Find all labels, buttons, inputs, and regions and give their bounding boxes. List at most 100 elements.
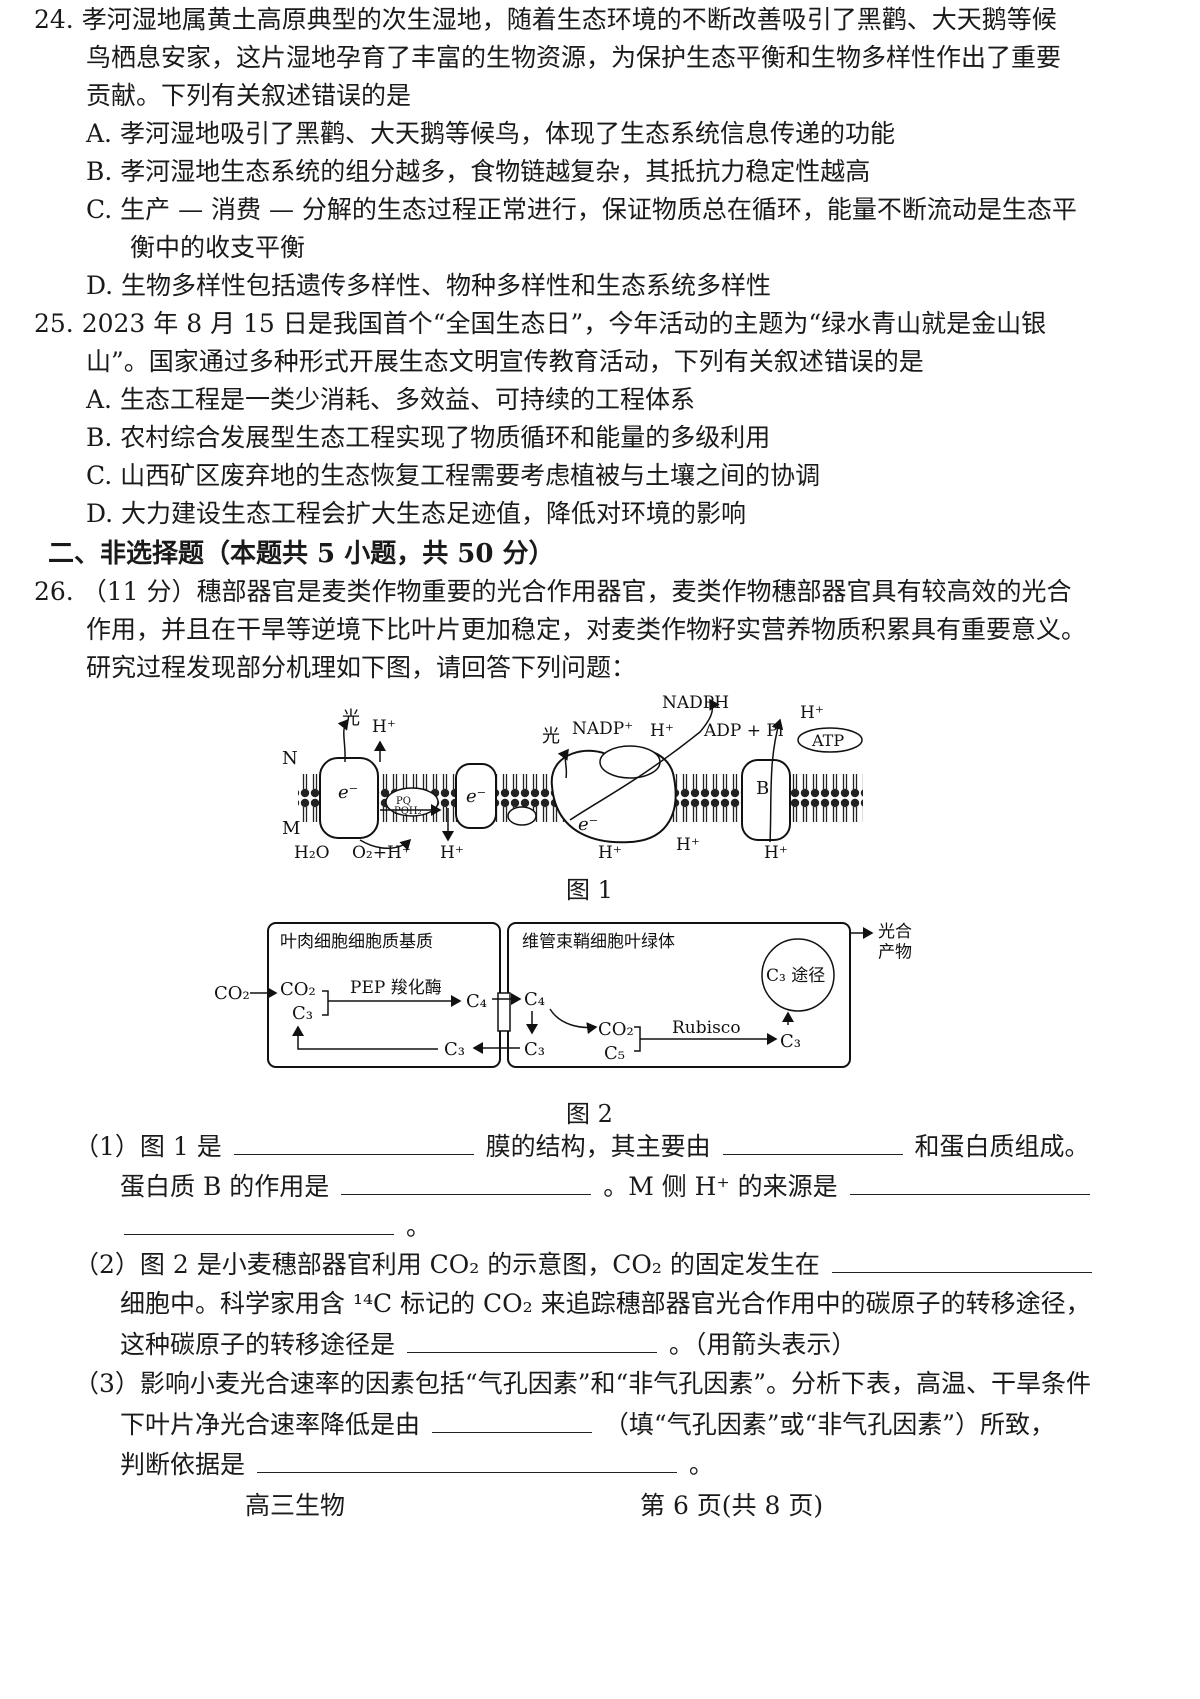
fig1-light-2: 光 [542,726,560,747]
subq-3-line-2: 下叶片净光合速率降低是由 （填“气孔因素”或“非气孔因素”）所致， [120,1406,1055,1443]
fig2-c3-left: C₃ [292,1003,313,1024]
fig1-h-bot3: H⁺ [676,835,700,855]
fig1-atp: ATP [811,731,844,750]
subq-3-line-1: （3）影响小麦光合速率的因素包括“气孔因素”和“非气孔因素”。分析下表，高温、干… [74,1369,1092,1398]
fig2-product: 光合产物 [878,922,912,962]
answer-blank-6[interactable] [831,1246,1092,1273]
protein-b-atp-synthase [741,759,791,841]
fd-carrier [599,745,661,779]
fig1-nadph: NADPH [662,693,729,713]
fig1-h-top1: H⁺ [372,717,396,737]
q25-line-1: 25. 2023 年 8 月 15 日是我国首个“全国生态日”，今年活动的主题为… [34,309,1047,338]
subq-1-line-1: （1）图 1 是 膜的结构，其主要由 和蛋白质组成。 [74,1128,1090,1165]
fig2-c4-right: C₄ [524,989,545,1010]
subq-2-text-d: 。（用箭头表示） [668,1330,857,1359]
fig1-e2: e⁻ [466,786,486,807]
answer-blank-9[interactable] [256,1446,677,1473]
fig2-left-title: 叶肉细胞细胞质基质 [280,932,433,952]
fig2-co2-left: CO₂ [280,979,316,1000]
fig1-label-n: N [282,748,298,769]
fig2-co2-right: CO₂ [598,1019,634,1040]
protein-psii [319,757,379,839]
figure-1-caption: 图 1 [566,876,613,904]
q26-line-2: 作用，并且在干旱等逆境下比叶片更加稳定，对麦类作物籽实营养物质积累具有重要意义。 [86,615,1087,644]
subq-1-text-e: 。M 侧 H⁺ 的来源是 [603,1172,838,1201]
answer-blank-2[interactable] [722,1128,903,1155]
q24-option-b: B. 孝河湿地生态系统的组分越多，食物链越复杂，其抵抗力稳定性越高 [86,157,871,186]
fig2-c3-bottom-right: C₃ [524,1039,545,1060]
subq-3-text-b: 下叶片净光合速率降低是由 [120,1410,421,1439]
fig2-rubisco: Rubisco [672,1018,741,1038]
footer-subject: 高三生物 [245,1491,346,1520]
subq-2-line-2: 细胞中。科学家用含 ¹⁴C 标记的 CO₂ 来追踪穗部器官光合作用中的碳原子的转… [120,1289,1091,1318]
section-heading: 二、非选择题（本题共 5 小题，共 50 分） [48,539,555,569]
atp-ellipse [797,727,863,753]
subq-3-text-d: 判断依据是 [120,1450,246,1479]
fig1-b: B [756,778,769,799]
subq-1-line-2: 蛋白质 B 的作用是 。M 侧 H⁺ 的来源是 [120,1168,1094,1205]
fig1-nadp: NADP⁺ [572,719,633,739]
q25-option-c: C. 山西矿区废弃地的生态恢复工程需要考虑植被与土壤之间的协调 [86,461,821,490]
fig1-e3: e⁻ [578,814,598,835]
fig2-c3-cycle: C₃ 途径 [766,966,825,986]
subq-1-text-a: （1）图 1 是 [74,1132,222,1161]
fig2-c3-out: C₃ [780,1031,801,1052]
answer-blank-5[interactable] [124,1208,394,1235]
subq-2-text-a: （2）图 2 是小麦穗部器官利用 CO₂ 的示意图，CO₂ 的固定发生在 [74,1250,820,1279]
figure-2-caption: 图 2 [566,1100,613,1128]
figure-1-membrane-diagram: N M 光 H⁺ e⁻ PQ PQH₂ e⁻ H₂O O₂+H⁺ H⁺ 光 NA… [282,693,863,860]
fig1-h-bot4: H⁺ [764,843,788,860]
subq-2-line-1: （2）图 2 是小麦穗部器官利用 CO₂ 的示意图，CO₂ 的固定发生在 [74,1246,1096,1283]
q24-line-2: 鸟栖息安家，这片湿地孕育了丰富的生物资源，为保护生态平衡和生物多样性作出了重要 [86,43,1062,72]
q24-option-d: D. 生物多样性包括遗传多样性、物种多样性和生态系统多样性 [86,271,772,300]
fig1-h-top2: H⁺ [800,703,824,723]
q24-line-1: 24. 孝河湿地属黄土高原典型的次生湿地，随着生态环境的不断改善吸引了黑鹳、大天… [34,5,1057,34]
fig2-c3-bottom-left: C₃ [444,1039,465,1060]
q26-line-1: 26. （11 分）穗部器官是麦类作物重要的光合作用器官，麦类作物穗部器官具有较… [34,577,1072,606]
subq-1-line-3: 。 [120,1208,431,1245]
subq-3-text-e: 。 [688,1450,714,1479]
subq-2-text-c: 这种碳原子的转移途径是 [120,1330,396,1359]
q25-line-2: 山”。国家通过多种形式开展生态文明宣传教育活动，下列有关叙述错误的是 [86,347,924,376]
answer-blank-7[interactable] [406,1326,657,1353]
subq-2-line-3: 这种碳原子的转移途径是 。（用箭头表示） [120,1326,856,1363]
fig2-co2-in: CO₂ [214,983,250,1004]
subq-1-text-b: 膜的结构，其主要由 [485,1132,711,1161]
answer-blank-3[interactable] [341,1168,592,1195]
fig2-pep-enzyme: PEP 羧化酶 [350,978,442,998]
fig2-right-title: 维管束鞘细胞叶绿体 [522,932,675,952]
fig1-e1: e⁻ [338,782,358,803]
subq-3-line-3: 判断依据是 。 [120,1446,714,1483]
q25-option-a: A. 生态工程是一类少消耗、多效益、可持续的工程体系 [86,385,695,414]
q25-option-d: D. 大力建设生态工程会扩大生态足迹值，降低对环境的影响 [86,499,747,528]
q25-option-b: B. 农村综合发展型生态工程实现了物质循环和能量的多级利用 [86,423,771,452]
subq-1-text-d: 蛋白质 B 的作用是 [120,1172,330,1201]
q26-line-3: 研究过程发现部分机理如下图，请回答下列问题： [86,653,637,682]
footer-page-number: 第 6 页(共 8 页) [640,1491,824,1520]
subq-3-text-c: （填“气孔因素”或“非气孔因素”）所致， [603,1410,1056,1439]
subq-1-text-f: 。 [405,1212,431,1241]
q24-option-c: C. 生产 — 消费 — 分解的生态过程正常进行，保证物质总在循环，能量不断流动… [86,195,1077,224]
fig1-adp: ADP + Pi [703,721,784,741]
protein-cytb6f [455,763,497,829]
pc-carrier [507,806,537,826]
answer-blank-1[interactable] [233,1128,474,1155]
pq-carrier [385,787,439,817]
fig1-h-bot2: H⁺ [598,843,622,860]
q24-line-3: 贡献。下列有关叙述错误的是 [86,81,412,110]
fig1-h2o: H₂O [294,843,330,860]
answer-blank-8[interactable] [431,1406,592,1433]
subq-1-text-c: 和蛋白质组成。 [914,1132,1090,1161]
fig1-label-m: M [282,818,300,839]
fig1-pq: PQ [396,796,411,807]
fig1-pqh: PQH₂ [394,806,422,817]
fig1-h-bot1: H⁺ [440,843,464,860]
fig1-h-mid: H⁺ [650,721,674,741]
q24-option-c-cont: 衡中的收支平衡 [130,233,306,262]
fig1-light-1: 光 [342,708,360,729]
q24-option-a: A. 孝河湿地吸引了黑鹳、大天鹅等候鸟，体现了生态系统信息传递的功能 [86,119,895,148]
fig2-c4-left: C₄ [466,991,487,1012]
figure-2-c4-pathway: 叶肉细胞细胞质基质 维管束鞘细胞叶绿体 CO₂ CO₂ C₃ PEP 羧化酶 C… [214,922,912,1068]
fig1-o2h: O₂+H⁺ [352,843,411,860]
answer-blank-4[interactable] [849,1168,1090,1195]
